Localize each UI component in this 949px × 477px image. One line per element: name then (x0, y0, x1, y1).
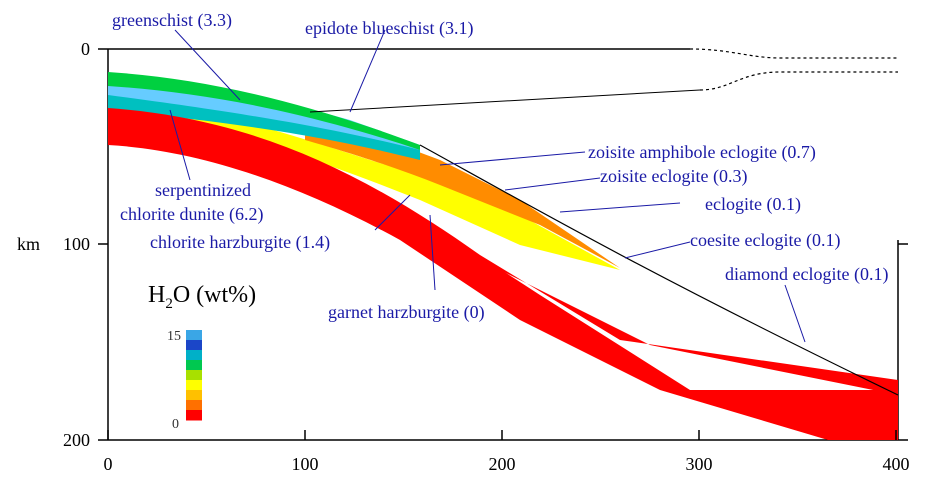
label-garnet-harzburgite: garnet harzburgite (0) (328, 302, 485, 323)
legend-swatch (186, 360, 202, 371)
blueschist-layer (108, 82, 420, 150)
legend-swatch (186, 350, 202, 361)
label-coesite-eclogite: coesite eclogite (0.1) (690, 230, 840, 251)
x-tick-100: 100 (292, 454, 319, 474)
label-diamond-eclogite: diamond eclogite (0.1) (725, 264, 888, 285)
water-content-legend: H2O (wt%) 15 0 (148, 282, 256, 432)
legend-swatch (186, 380, 202, 391)
label-chlorite-dunite: chlorite dunite (6.2) (120, 204, 263, 225)
label-zoisite-amphibole-eclogite: zoisite amphibole eclogite (0.7) (588, 142, 816, 163)
eclogite-yellow-layer (108, 100, 620, 270)
x-tick-200: 200 (489, 454, 516, 474)
y-tick-100: 100 (63, 234, 90, 254)
y-tick-200: 200 (63, 430, 90, 450)
legend-swatch (186, 340, 202, 351)
legend-swatch (186, 390, 202, 401)
wedge-boundary (309, 89, 701, 113)
garnet-harzburgite-layer (108, 108, 898, 440)
y-tick-0: 0 (81, 39, 90, 59)
label-zoisite-eclogite: zoisite eclogite (0.3) (600, 166, 747, 187)
x-tick-0: 0 (104, 454, 113, 474)
label-eclogite: eclogite (0.1) (705, 194, 801, 215)
greenschist-layer (108, 72, 420, 150)
legend-swatch (186, 400, 202, 411)
chlorite-dunite-layer (108, 88, 420, 160)
leader-lines (169, 29, 806, 343)
slab-layers (108, 72, 898, 440)
label-epidote-blueschist: epidote blueschist (3.1) (305, 18, 473, 39)
legend-min-label: 0 (172, 417, 179, 432)
garnet-harzburgite-main (108, 108, 898, 395)
x-tick-400: 400 (883, 454, 910, 474)
x-tick-300: 300 (686, 454, 713, 474)
zoisite-eclogite-layer (305, 120, 620, 268)
label-chlorite-harzburgite: chlorite harzburgite (1.4) (150, 232, 330, 253)
legend-color-bar (186, 330, 202, 421)
slab-top-line (419, 144, 899, 396)
legend-swatch (186, 330, 202, 341)
axis-ticks (98, 48, 908, 441)
legend-swatch (186, 370, 202, 381)
legend-title: H2O (wt%) (148, 282, 256, 312)
moho-dashed (689, 48, 898, 91)
legend-max-label: 15 (167, 329, 181, 344)
label-serpentinized: serpentinized (155, 180, 251, 200)
legend-swatch (186, 410, 202, 421)
y-unit-label: km (17, 234, 40, 254)
label-greenschist: greenschist (3.3) (112, 10, 232, 31)
